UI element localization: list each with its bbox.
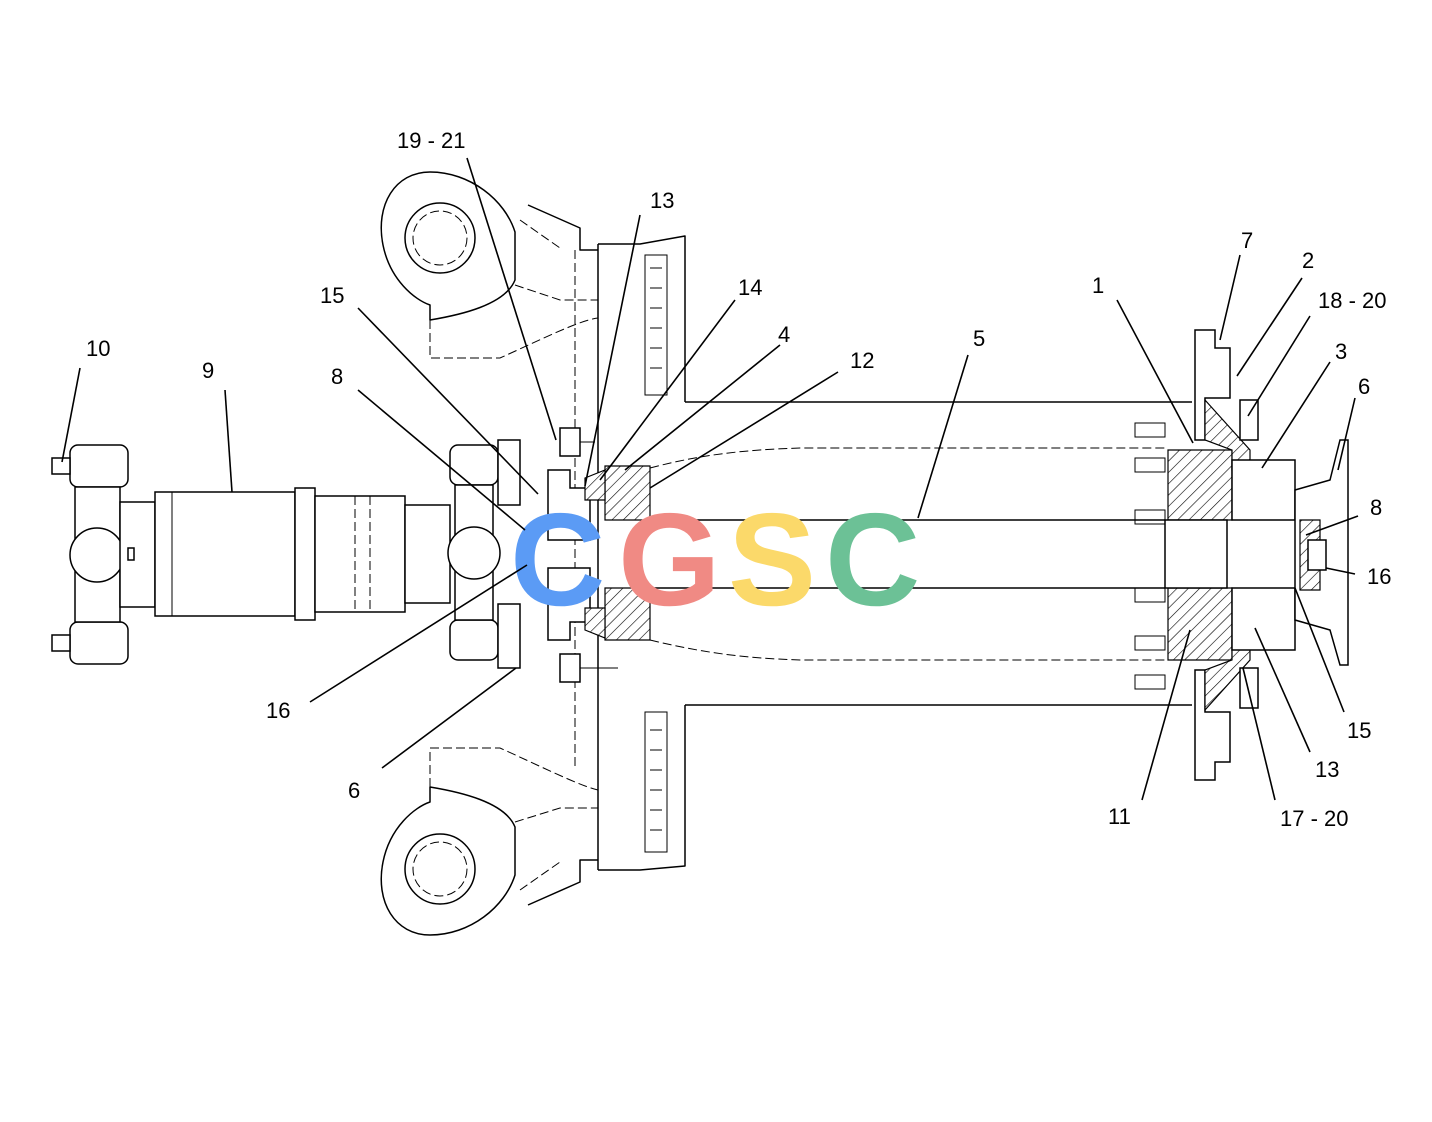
shaft-tube: [649, 447, 1165, 661]
housing-plates: [574, 235, 1192, 871]
upper-yoke-bracket: [380, 171, 599, 359]
callout-3: 3: [1335, 339, 1347, 364]
callout-16-right: 16: [1367, 564, 1391, 589]
watermark-letter-c2: C: [825, 486, 920, 633]
callout-10: 10: [86, 336, 110, 361]
callout-labels: 19 - 21 13 14 4 12 5 15 8 10 9 16 6 1 7 …: [86, 128, 1391, 831]
callout-6-right: 6: [1358, 374, 1370, 399]
cgsc-watermark: C G S C: [510, 486, 920, 633]
watermark-letter-c1: C: [510, 486, 605, 633]
callout-8-right: 8: [1370, 495, 1382, 520]
callout-8-left: 8: [331, 364, 343, 389]
right-flange-assembly: [1134, 329, 1349, 781]
watermark-letter-s: S: [728, 486, 816, 633]
callout-1: 1: [1092, 273, 1104, 298]
callout-12: 12: [850, 348, 874, 373]
callout-4: 4: [778, 322, 790, 347]
callout-15-left: 15: [320, 283, 344, 308]
callout-14: 14: [738, 275, 762, 300]
watermark-letter-g: G: [618, 486, 721, 633]
callout-18-20: 18 - 20: [1318, 288, 1387, 313]
left-bearing-assembly: [547, 427, 651, 683]
callout-16-left: 16: [266, 698, 290, 723]
callout-6-left: 6: [348, 778, 360, 803]
callout-17-20: 17 - 20: [1280, 806, 1349, 831]
callout-13-right: 13: [1315, 757, 1339, 782]
callout-7: 7: [1241, 228, 1253, 253]
callout-15-right: 15: [1347, 718, 1371, 743]
callout-2: 2: [1302, 248, 1314, 273]
callout-5: 5: [973, 326, 985, 351]
lower-yoke-bracket: [380, 747, 599, 936]
callout-19-21-top: 19 - 21: [397, 128, 466, 153]
callout-13-top: 13: [650, 188, 674, 213]
drive-shaft-assembly: [51, 439, 521, 669]
callout-9: 9: [202, 358, 214, 383]
leader-lines: [61, 157, 1359, 801]
callout-11: 11: [1108, 804, 1131, 829]
